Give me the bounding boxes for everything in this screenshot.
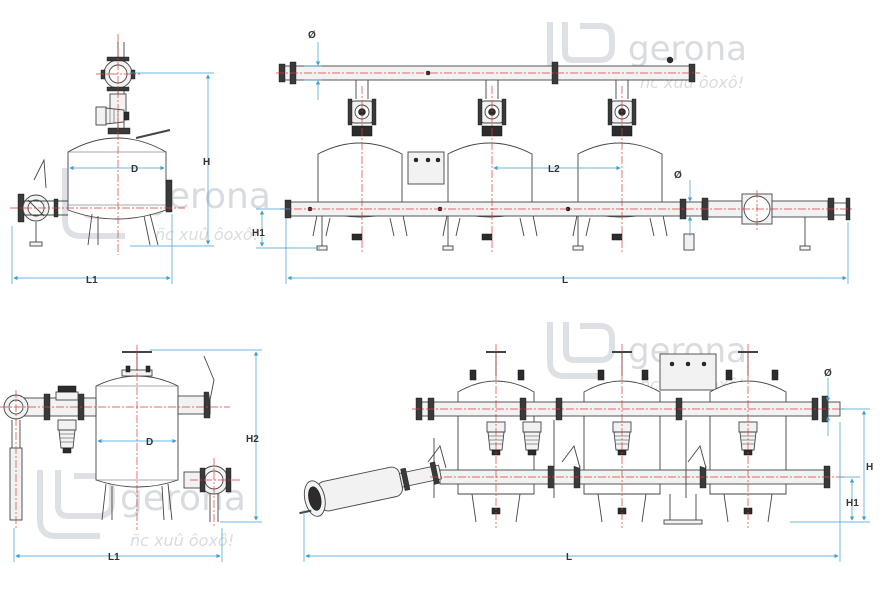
dimension-label-l2: L2: [548, 164, 560, 175]
dimension-label-h1-top: H1: [252, 228, 265, 239]
watermark-logo-top-right: gerona ñc xuû ôoxô!: [547, 22, 747, 92]
side-view-vertical: D H2 L1: [0, 345, 262, 563]
dimension-label-h2: H2: [246, 434, 259, 445]
dimension-label-diameter-bottom: Ø: [824, 368, 832, 379]
dimension-label-h1-bottom: H1: [846, 498, 859, 509]
front-view-horizontal: Ø Ø L2 H1 L: [252, 30, 852, 286]
dimension-label-d: D: [131, 164, 138, 175]
dimension-label-diameter-right: Ø: [674, 170, 682, 181]
dimension-label-l-top: L: [562, 275, 568, 286]
dimension-label-h-bottom: H: [866, 462, 873, 473]
dimension-label-l1: L1: [86, 275, 98, 286]
dimension-label-l1-bottom: L1: [108, 552, 120, 563]
dimension-label-h: H: [203, 157, 210, 168]
dimension-label-diameter-top: Ø: [308, 30, 316, 41]
watermark-tagline: ñc xuû ôoxô!: [155, 225, 259, 244]
dimension-label-l-bottom: L: [566, 552, 572, 563]
watermark-tagline: ñc xuû ôoxô!: [130, 531, 234, 550]
front-view-vertical: Ø H H1 L: [299, 344, 873, 563]
dimension-label-d-bottom: D: [146, 437, 153, 448]
side-view-horizontal: D H L1: [10, 34, 214, 286]
watermark-logo-mid-right: gerona ñc xuû ôoxô!: [547, 322, 747, 394]
watermark-brand: gerona: [628, 29, 747, 69]
